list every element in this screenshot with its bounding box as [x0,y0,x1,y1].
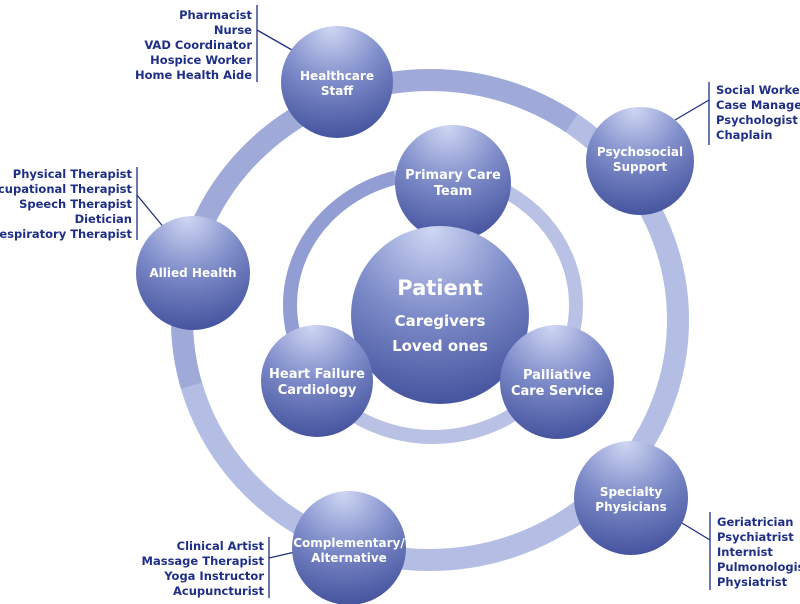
node-palliative-care-service: Palliative Care Service [500,325,614,439]
node-allied-health: Allied Health [136,216,250,330]
node-label: Team [434,184,472,199]
list-item: Internist [717,545,773,559]
list-item: Home Health Aide [135,68,252,82]
list-healthcare-staff: Pharmacist Nurse VAD Coordinator Hospice… [135,8,252,82]
node-label: Primary Care [405,168,501,183]
node-label: Psychosocial [597,145,683,159]
list-item: Chaplain [716,128,772,142]
bracket-specialty-link [676,519,711,541]
node-healthcare-staff: Healthcare Staff [281,26,393,138]
list-item: Dietician [75,212,132,226]
list-item: Hospice Worker [150,53,252,67]
list-item: Nurse [214,23,252,37]
node-heart-failure-cardiology: Heart Failure Cardiology [261,325,373,437]
list-item: Case Manager [716,98,800,112]
bracket-complementary-link [268,551,296,559]
node-label: Heart Failure [269,367,365,382]
node-label: Palliative [523,368,591,383]
node-label: Physicians [595,500,666,514]
node-label: Allied Health [149,266,236,280]
center-title: Patient [397,276,482,300]
list-item: Acupuncturist [173,584,264,598]
node-label: Specialty [600,485,663,499]
list-allied-health: Physical Therapist Occupational Therapis… [0,167,132,241]
list-complementary: Clinical Artist Massage Therapist Yoga I… [142,539,265,598]
bracket-psychosocial-link [674,99,710,121]
list-item: Yoga Instructor [163,569,264,583]
list-item: Massage Therapist [142,554,265,568]
list-specialty: Geriatrician Psychiatrist Internist Pulm… [717,515,800,589]
list-item: Social Worker [716,83,800,97]
node-label: Alternative [311,551,387,565]
bracket-healthcare-staff-link [256,29,293,51]
node-label: Cardiology [278,383,357,398]
node-label: Care Service [511,384,603,399]
list-item: Geriatrician [717,515,793,529]
inner-ring-shade [283,166,583,444]
list-item: Clinical Artist [177,539,265,553]
list-item: Psychiatrist [717,530,794,544]
list-item: Pulmonologist [717,560,800,574]
list-item: VAD Coordinator [144,38,252,52]
node-patient-center: Patient Caregivers Loved ones [351,226,529,404]
node-label: Complementary/ [293,536,405,550]
list-item: Speech Therapist [19,197,132,211]
list-item: Occupational Therapist [0,182,132,196]
node-label: Healthcare [300,69,374,83]
list-item: Respiratory Therapist [0,227,132,241]
list-item: Physiatrist [717,575,788,589]
center-line: Loved ones [392,337,488,355]
node-primary-care-team: Primary Care Team [395,125,511,241]
list-psychosocial: Social Worker Case Manager Psychologist … [716,83,800,142]
node-label: Staff [321,84,353,98]
brackets [136,5,711,598]
node-specialty-physicians: Specialty Physicians [574,441,688,555]
center-line: Caregivers [395,312,486,330]
node-psychosocial-support: Psychosocial Support [586,107,694,215]
list-item: Pharmacist [179,8,252,22]
node-label: Support [613,160,668,174]
list-item: Physical Therapist [13,167,133,181]
list-item: Psychologist [716,113,798,127]
node-complementary-alternative: Complementary/ Alternative [292,491,406,604]
